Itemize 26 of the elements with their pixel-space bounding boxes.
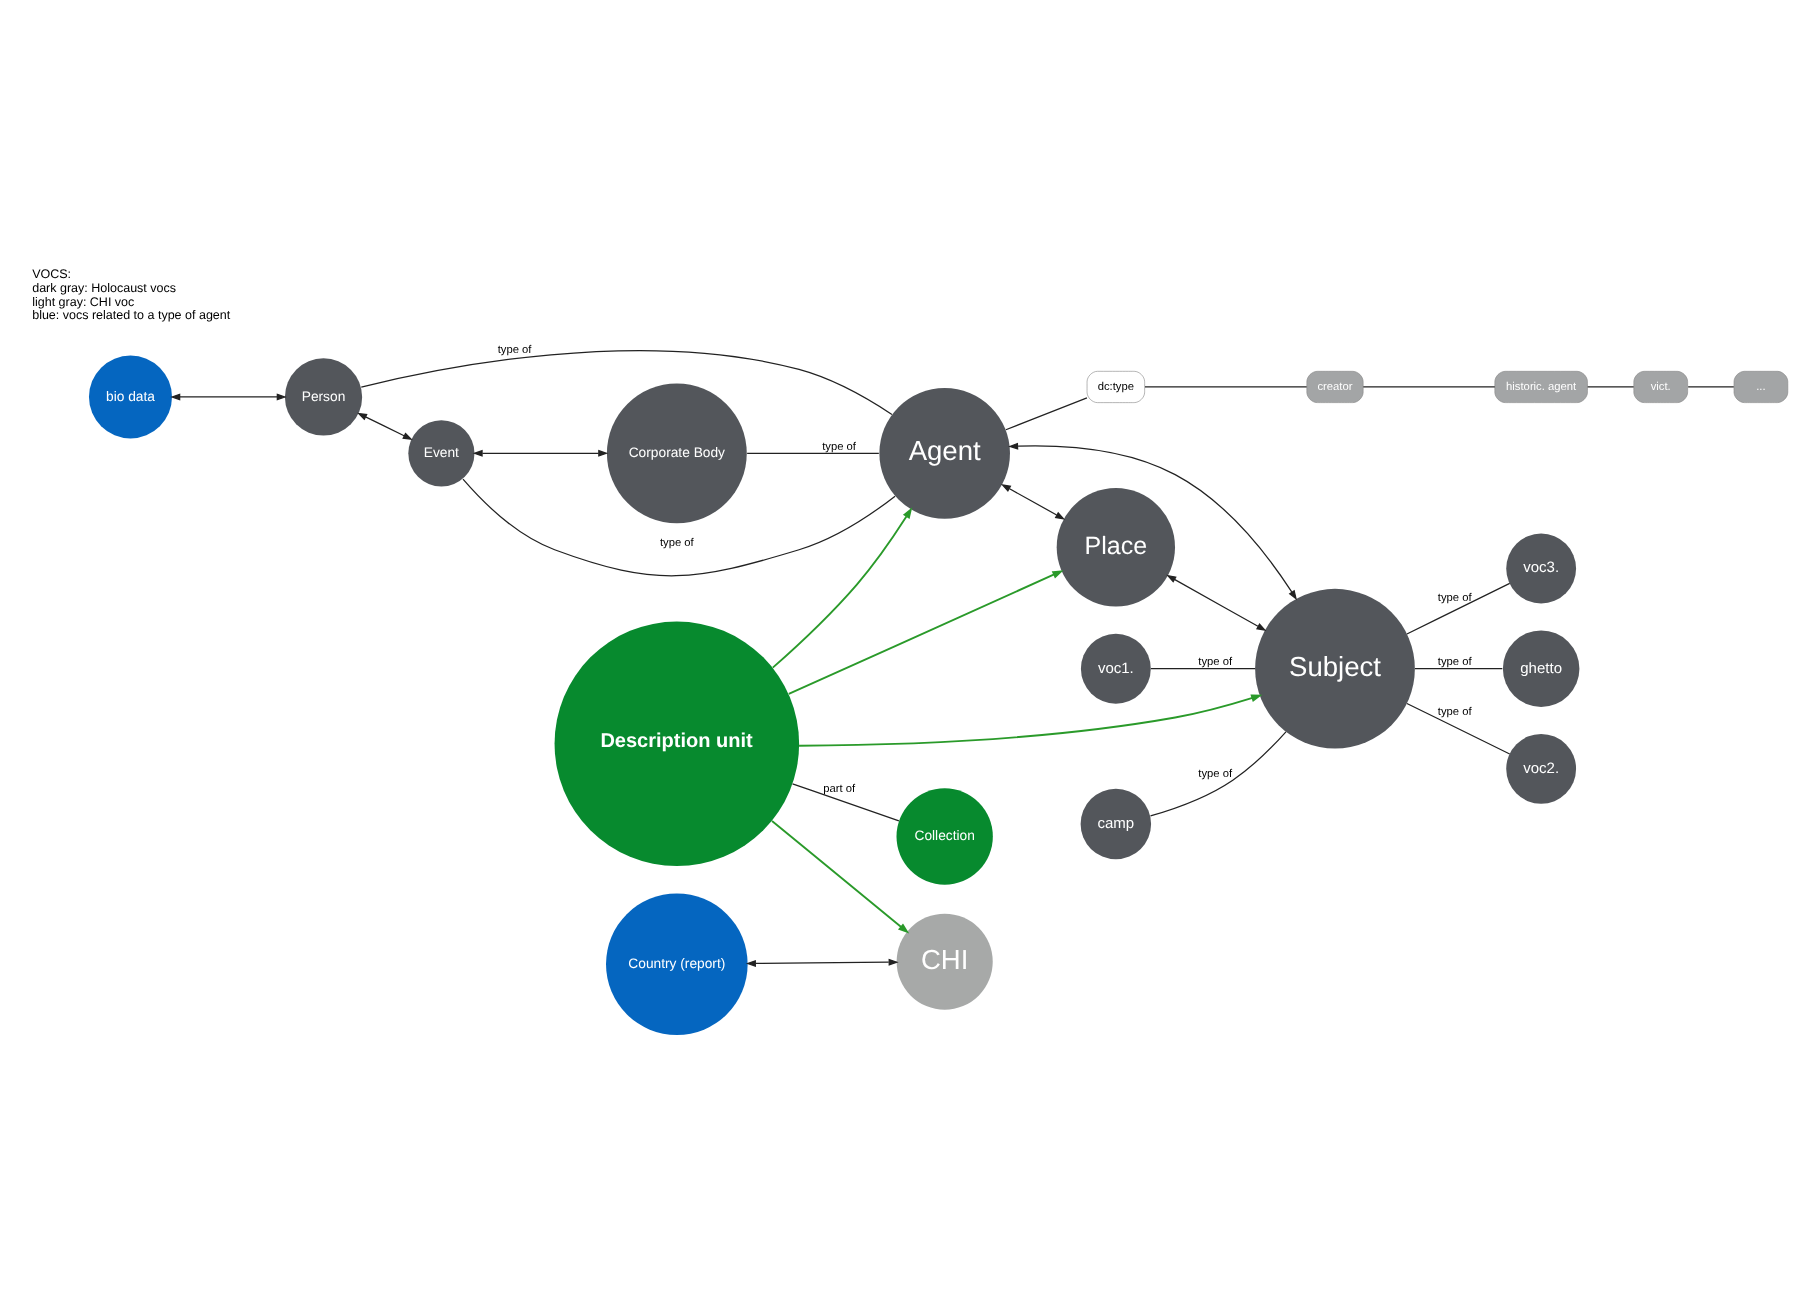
connector: [791, 782, 900, 821]
arrow: [1000, 482, 1066, 519]
arrow: [798, 693, 1263, 746]
arrow: [787, 569, 1064, 694]
connector: [1687, 385, 1735, 387]
connector: [462, 477, 896, 576]
arrow: [357, 411, 413, 439]
connector: [360, 348, 893, 415]
connector: [746, 451, 880, 453]
connector: [1406, 581, 1511, 634]
connector: [1406, 701, 1511, 754]
connector: [1414, 667, 1503, 669]
arrow: [1008, 441, 1298, 600]
connector: [1144, 385, 1308, 387]
arrow: [745, 957, 899, 966]
arrow: [472, 448, 609, 456]
connector: [1362, 385, 1496, 387]
node-circle: Description unit: [554, 620, 800, 866]
arrow: [1166, 573, 1267, 630]
connector: [1149, 730, 1287, 816]
connector: [1005, 396, 1088, 430]
connector: [1150, 667, 1256, 669]
arrow: [170, 392, 287, 400]
arrow: [771, 506, 913, 668]
arrow: [771, 819, 910, 933]
connector: [1587, 385, 1635, 387]
